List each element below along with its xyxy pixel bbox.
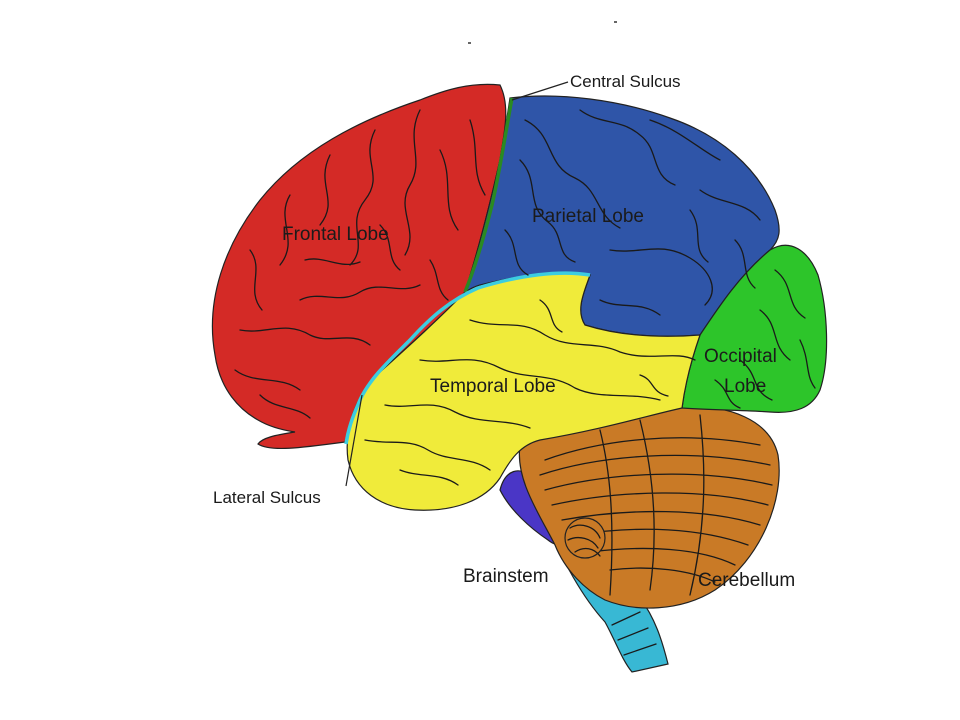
stray-mark <box>614 21 617 23</box>
temporal-lobe-label: Temporal Lobe <box>430 376 556 397</box>
lateral-sulcus-label: Lateral Sulcus <box>213 488 321 507</box>
occipital-gyri <box>714 269 816 409</box>
lateral-sulcus-leader <box>345 394 363 487</box>
frontal-gyri <box>234 109 486 419</box>
occipital-lobe-label-line2: Lobe <box>724 376 766 397</box>
cerebellum-knot-lines <box>567 524 601 557</box>
cerebellum-folia <box>539 414 773 596</box>
parietal-lobe-label: Parietal Lobe <box>532 206 644 227</box>
frontal-lobe-label: Frontal Lobe <box>282 224 389 245</box>
temporal-gyri <box>364 299 696 486</box>
occipital-lobe-label-line1: Occipital <box>704 346 777 367</box>
parietal-gyri <box>504 109 761 316</box>
stray-mark <box>468 42 471 44</box>
brainstem-striations <box>611 611 657 656</box>
lateral-sulcus-line <box>344 271 591 445</box>
occipital-lobe-region <box>681 244 828 413</box>
central-sulcus-line <box>463 97 514 293</box>
brainstem-label: Brainstem <box>463 566 549 587</box>
central-sulcus-label: Central Sulcus <box>570 72 681 91</box>
cerebellum-label: Cerebellum <box>698 570 795 591</box>
central-sulcus-leader <box>511 81 569 101</box>
